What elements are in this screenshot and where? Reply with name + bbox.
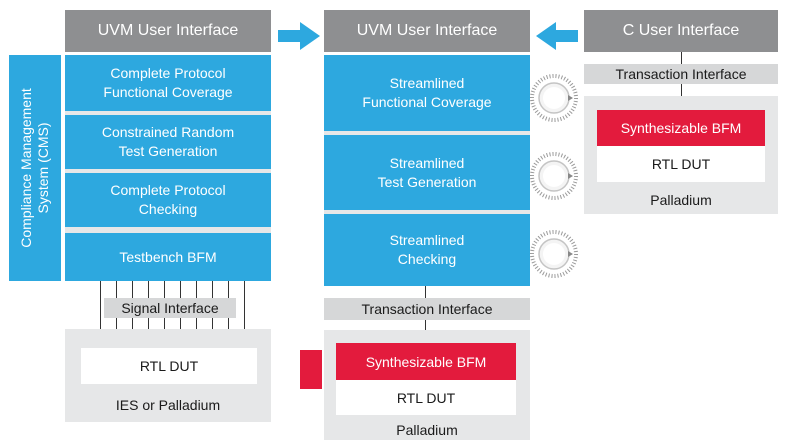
middle-synth-bfm: Synthesizable BFM (336, 343, 516, 380)
arrow-left-icon (536, 22, 578, 50)
dial-knob-icon (530, 230, 578, 278)
middle-transaction-interface: Transaction Interface (324, 298, 530, 320)
middle-block-test-generation: Streamlined Test Generation (324, 135, 530, 210)
cms-label: Compliance Management System (CMS) (18, 88, 51, 248)
right-c-header: C User Interface (584, 10, 778, 52)
dial-knob-icon (530, 74, 578, 122)
middle-block-functional-coverage: Streamlined Functional Coverage (324, 55, 530, 131)
arrow-right-icon (278, 22, 320, 50)
left-block-test-generation: Constrained Random Test Generation (65, 115, 271, 169)
right-platform-label: Palladium (650, 192, 712, 208)
middle-uvm-header: UVM User Interface (324, 10, 530, 52)
left-block-functional-coverage: Complete Protocol Functional Coverage (65, 55, 271, 111)
left-rtl-dut: RTL DUT (81, 348, 257, 384)
right-transaction-interface: Transaction Interface (584, 64, 778, 84)
left-block-checking: Complete Protocol Checking (65, 173, 271, 227)
left-platform-label: IES or Palladium (115, 397, 221, 413)
right-connector-bottom (681, 84, 682, 96)
middle-platform-label: Palladium (396, 421, 458, 438)
right-connector-top (681, 52, 682, 64)
signal-interface-label: Signal Interface (104, 298, 236, 318)
left-uvm-header: UVM User Interface (65, 10, 271, 52)
red-accent-block (300, 350, 322, 389)
right-synth-bfm: Synthesizable BFM (597, 110, 765, 146)
right-rtl-dut: RTL DUT (597, 146, 765, 182)
middle-block-checking: Streamlined Checking (324, 214, 530, 286)
middle-rtl-dut: RTL DUT (336, 380, 516, 415)
left-block-testbench-bfm: Testbench BFM (65, 233, 271, 281)
cms-side-bar: Compliance Management System (CMS) (9, 55, 61, 281)
dial-knob-icon (530, 152, 578, 200)
